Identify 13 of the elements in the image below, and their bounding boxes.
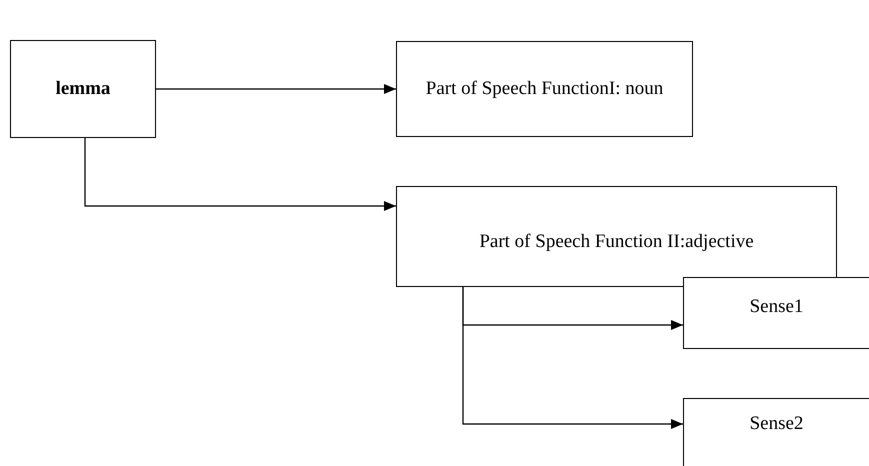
node-label: Sense2 [750, 413, 804, 435]
process-box [396, 186, 837, 287]
node-label: Sense1 [750, 296, 804, 318]
arrow [462, 287, 683, 429]
node-label: Part of Speech Function II:adjective [479, 231, 754, 253]
process-box [396, 41, 693, 137]
process-box [683, 398, 869, 466]
node-label: Part of Speech FunctionI: noun [426, 78, 664, 100]
process-box [683, 277, 869, 349]
node-label: lemma [56, 78, 110, 100]
process-box [10, 40, 156, 138]
arrow [156, 84, 396, 94]
arrow [84, 138, 396, 211]
